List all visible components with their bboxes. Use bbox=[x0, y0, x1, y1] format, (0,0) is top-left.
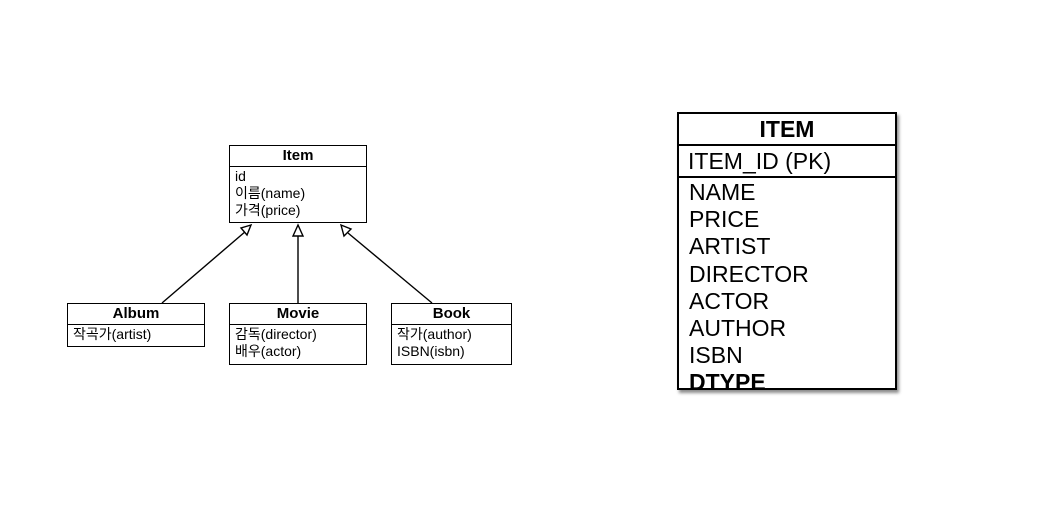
table-column: DIRECTOR bbox=[689, 260, 809, 287]
attribute: 작곡가(artist) bbox=[73, 326, 152, 342]
book-class-title: Book bbox=[392, 304, 511, 325]
table-column: NAME bbox=[689, 179, 756, 205]
table-column: ISBN bbox=[689, 342, 743, 369]
album-class-title: Album bbox=[68, 304, 204, 325]
table-column: ACTOR bbox=[689, 287, 770, 314]
movie-arrowhead bbox=[291, 223, 305, 237]
book-to-item-line bbox=[347, 232, 433, 304]
album-to-item-line bbox=[161, 230, 247, 304]
table-columns: NAME PRICE ARTIST DIRECTOR ACTOR AUTHOR … bbox=[679, 178, 895, 397]
book-class: Book 작가(author) ISBN(isbn) bbox=[391, 303, 512, 365]
album-class: Album 작곡가(artist) bbox=[67, 303, 205, 347]
attribute: 감독(director) bbox=[235, 326, 317, 342]
discriminator-column: DTYPE bbox=[689, 369, 766, 396]
item-class: Item id 이름(name) 가격(price) bbox=[229, 145, 367, 223]
item-table: ITEM ITEM_ID (PK) NAME PRICE ARTIST DIRE… bbox=[677, 112, 897, 395]
album-class-attributes: 작곡가(artist) bbox=[68, 325, 204, 345]
book-class-attributes: 작가(author) ISBN(isbn) bbox=[392, 325, 511, 362]
movie-class: Movie 감독(director) 배우(actor) bbox=[229, 303, 367, 365]
movie-class-attributes: 감독(director) 배우(actor) bbox=[230, 325, 366, 362]
attribute: 배우(actor) bbox=[235, 343, 302, 359]
attribute: ISBN(isbn) bbox=[397, 343, 465, 359]
table-column: PRICE bbox=[689, 206, 760, 233]
album-arrowhead bbox=[239, 223, 253, 237]
attribute: 작가(author) bbox=[397, 326, 472, 342]
attribute: id bbox=[235, 168, 246, 184]
primary-key-column: ITEM_ID (PK) bbox=[679, 146, 895, 178]
table-column: AUTHOR bbox=[689, 315, 787, 342]
table-name: ITEM bbox=[679, 114, 895, 146]
table-column: ARTIST bbox=[689, 233, 771, 260]
item-class-attributes: id 이름(name) 가격(price) bbox=[230, 167, 366, 221]
attribute: 가격(price) bbox=[235, 202, 301, 218]
book-arrowhead bbox=[339, 223, 353, 238]
item-class-title: Item bbox=[230, 146, 366, 167]
attribute: 이름(name) bbox=[235, 185, 306, 201]
movie-class-title: Movie bbox=[230, 304, 366, 325]
